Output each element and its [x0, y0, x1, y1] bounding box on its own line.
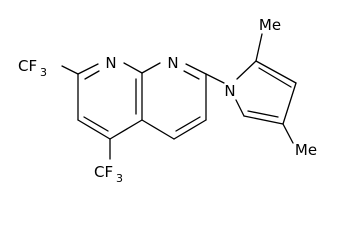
atom-labels: N N N Me Me CF 3 ​ CF 3: [18, 16, 317, 185]
cf3-left-main: CF: [18, 57, 37, 75]
bond-c2-cf3: [61, 65, 79, 75]
bond-n1-c8a: [123, 62, 143, 74]
atom-n-pyrrole: N: [224, 82, 235, 100]
cf3-left-sub: 3: [40, 66, 47, 79]
bond-c4a-c4: [109, 119, 143, 140]
bond-n8-c7-inner: [183, 70, 200, 80]
bonds: [61, 33, 297, 160]
cf3-bottom-label: CF 3: [94, 163, 123, 185]
bond-c6-c5: [173, 119, 207, 140]
bond-c2p-c3p: [255, 60, 297, 84]
bond-c7-npyrrole: [205, 73, 225, 84]
bond-c5p-npyrrole: [235, 99, 245, 117]
structure-diagram: N N N Me Me CF 3 ​ CF 3: [18, 16, 317, 185]
cf3-bottom-main: CF: [94, 163, 113, 181]
atom-n-right: N: [167, 54, 178, 72]
bond-c2-n1-inner: [84, 70, 100, 80]
atom-n-left: N: [105, 54, 116, 72]
bond-c4p-c5p: [243, 115, 284, 125]
bond-c4-c3-inner: [83, 116, 109, 132]
bond-c3p-c4p: [282, 82, 297, 125]
methyl-top-label: Me: [259, 16, 281, 34]
methyl-bottom-label: Me: [295, 141, 317, 159]
cf3-bottom-sub: 3: [116, 172, 123, 185]
bond-c2p-c3p-inner: [258, 67, 292, 88]
bond-c6-c5-inner: [175, 116, 201, 132]
bond-c4p-c5p-inner: [247, 110, 279, 118]
bond-c5-c4a: [141, 119, 175, 140]
bond-n8-c7: [185, 63, 207, 75]
cf3-left-label: CF 3 ​: [18, 57, 47, 79]
bond-c2-n1: [77, 63, 99, 75]
bond-c2p-me: [255, 33, 263, 62]
bond-c4-c3: [77, 119, 111, 140]
bond-c8a-n8: [141, 62, 161, 74]
bond-npyrrole-c2p: [236, 60, 257, 80]
bond-c4p-me: [282, 123, 294, 144]
